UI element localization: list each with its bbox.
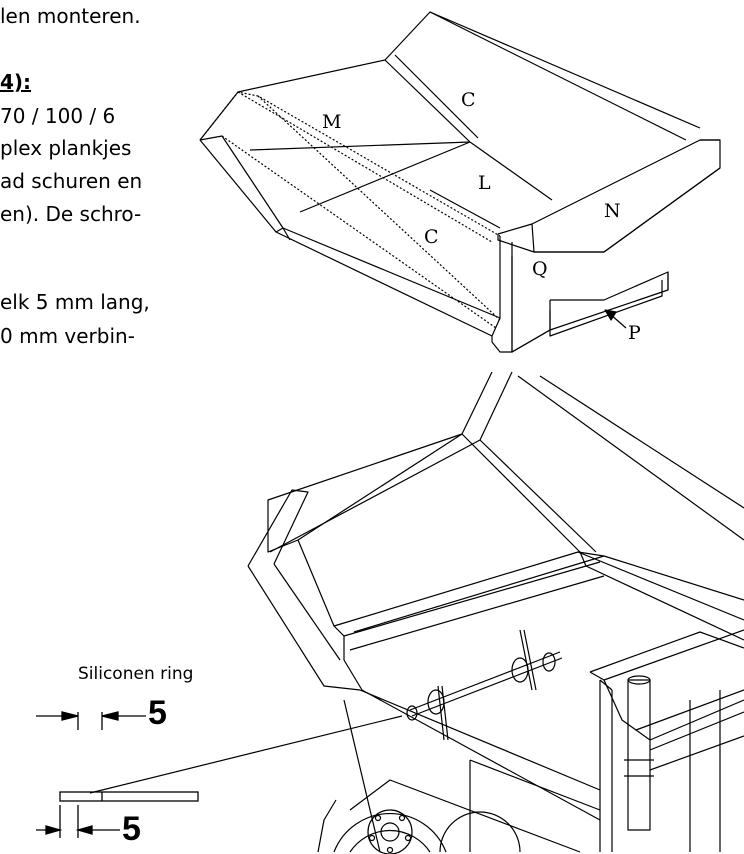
label-p: P: [628, 322, 641, 344]
ring-dim-bottom: 5: [122, 810, 141, 848]
text-line-6: en). De schro-: [0, 202, 142, 226]
text-line-5: ad schuren en: [0, 169, 143, 193]
label-m: M: [322, 111, 342, 133]
ring-dim-top: 5: [148, 694, 167, 732]
text-line-8: elk 5 mm lang,: [0, 290, 150, 314]
label-c-bottom: C: [424, 226, 439, 248]
label-q: Q: [532, 258, 548, 280]
text-line-3: 70 / 100 / 6: [0, 104, 116, 128]
text-line-4: plex plankjes: [0, 136, 132, 160]
label-l: L: [478, 172, 491, 194]
label-c-top: C: [461, 89, 476, 111]
label-n: N: [604, 200, 621, 222]
text-line-9: 0 mm verbin-: [0, 324, 135, 348]
text-line-1: len monteren.: [0, 4, 141, 28]
text-line-heading: 4):: [0, 70, 32, 94]
ring-caption: Siliconen ring: [78, 664, 194, 684]
